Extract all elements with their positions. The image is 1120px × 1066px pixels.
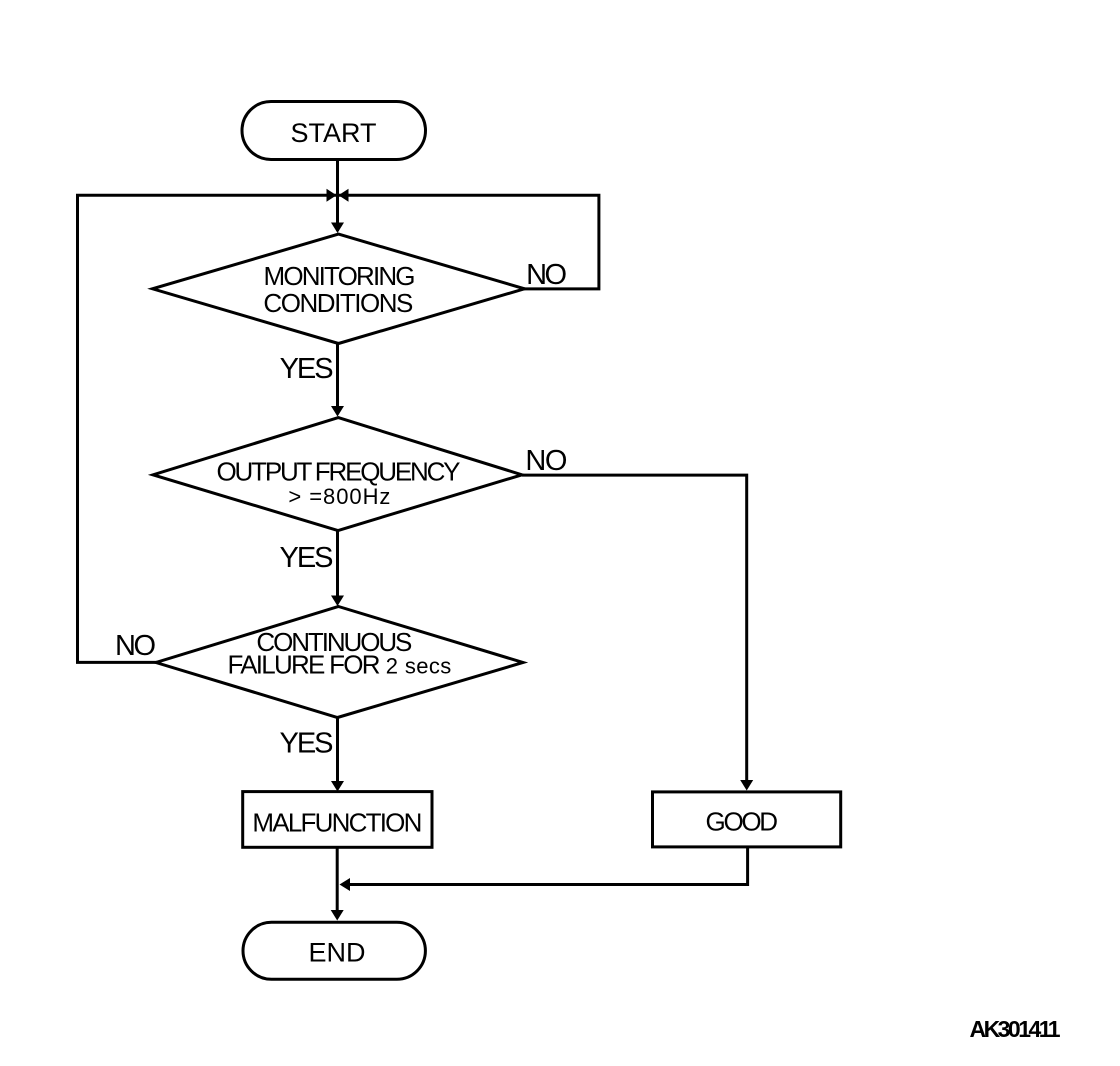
svg-text:NO: NO	[526, 259, 567, 291]
svg-text:YES: YES	[280, 728, 334, 760]
svg-text:NO: NO	[115, 630, 156, 662]
svg-text:YES: YES	[280, 353, 334, 385]
svg-text:> =800Hz: > =800Hz	[288, 484, 390, 509]
svg-text:FAILURE FOR: FAILURE FOR	[228, 649, 381, 679]
svg-text:CONDITIONS: CONDITIONS	[263, 288, 413, 318]
svg-text:YES: YES	[280, 542, 334, 574]
svg-text:CONTINUOUS: CONTINUOUS	[256, 627, 412, 657]
svg-text:AK301411: AK301411	[970, 1016, 1061, 1042]
svg-text:2 secs: 2 secs	[386, 653, 452, 678]
svg-text:NO: NO	[525, 445, 567, 477]
svg-text:START: START	[291, 118, 377, 148]
svg-text:GOOD: GOOD	[706, 807, 779, 837]
svg-text:MALFUNCTION: MALFUNCTION	[252, 807, 422, 837]
svg-text:OUTPUT FREQUENCY: OUTPUT FREQUENCY	[217, 457, 461, 487]
svg-text:END: END	[309, 938, 366, 968]
svg-text:MONITORING: MONITORING	[264, 261, 416, 291]
